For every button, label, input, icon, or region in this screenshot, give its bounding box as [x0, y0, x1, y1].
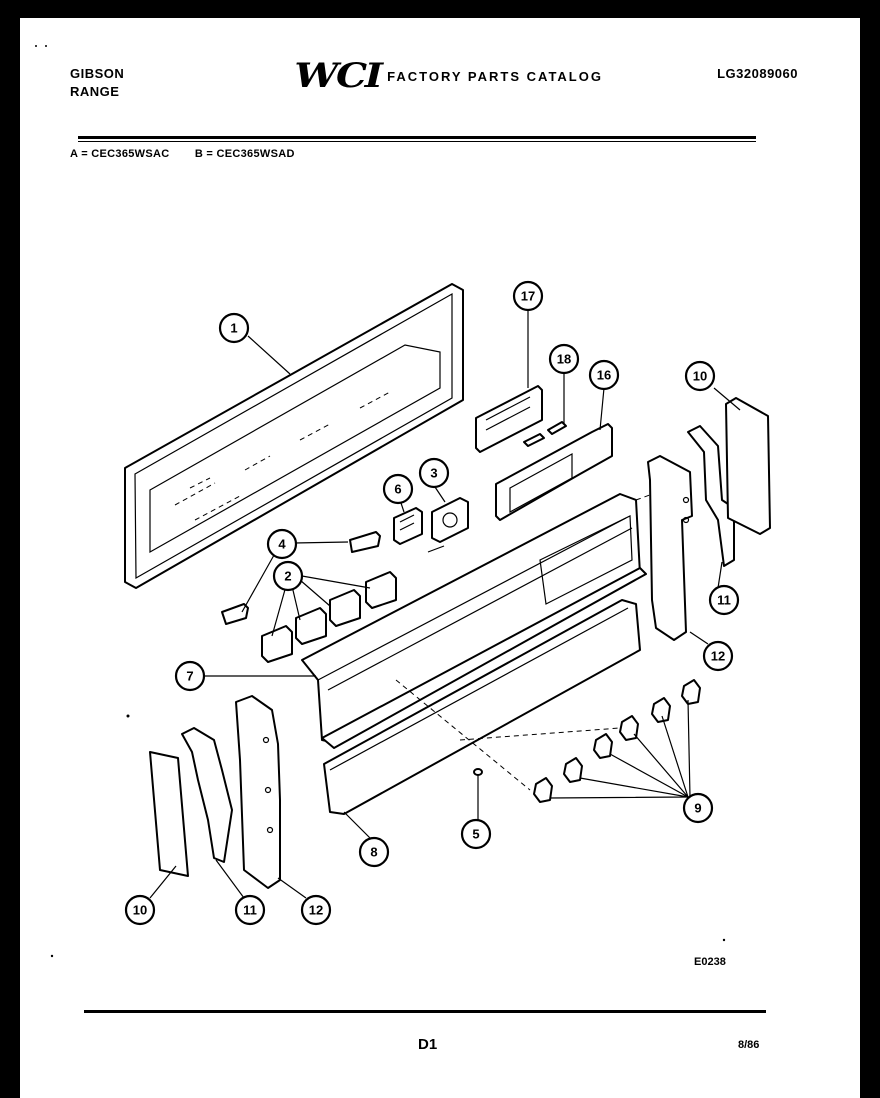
part-back-panel	[124, 283, 464, 589]
part-switches	[221, 531, 381, 625]
svg-text:18: 18	[557, 352, 571, 367]
part-bracket-right	[687, 425, 735, 567]
svg-text:3: 3	[430, 466, 437, 481]
callout-17: 17	[512, 280, 544, 312]
catalog-title: FACTORY PARTS CATALOG	[387, 68, 603, 84]
part-knobs	[395, 679, 701, 803]
leader-lines	[149, 308, 741, 899]
part-timer	[393, 507, 423, 545]
model-b: B = CEC365WSAD	[194, 148, 295, 160]
callout-7: 7	[174, 660, 206, 692]
diagram-code: E0238	[694, 956, 726, 968]
part-springs	[523, 421, 567, 447]
header-rule	[78, 136, 756, 139]
model-a: A = CEC365WSAC	[70, 148, 170, 160]
page-number: D1	[418, 1036, 438, 1053]
part-side-panel-right	[725, 397, 771, 535]
part-display-bracket	[495, 423, 613, 521]
model-list: A = CEC365WSAC B = CEC365WSAD	[70, 148, 317, 160]
callout-1: 1	[218, 312, 250, 344]
svg-text:7: 7	[186, 669, 193, 684]
part-control-panel	[301, 483, 681, 749]
catalog-header: WCI FACTORY PARTS CATALOG	[294, 56, 603, 96]
svg-text:11: 11	[717, 593, 731, 608]
callout-16: 16	[588, 359, 620, 391]
callout-12-left: 12	[300, 894, 332, 926]
part-side-panel-left	[149, 751, 189, 877]
callout-5: 5	[460, 818, 492, 850]
wci-logo: WCI	[294, 56, 383, 96]
part-clock	[427, 497, 469, 553]
svg-text:12: 12	[309, 903, 323, 918]
part-display-bezel	[475, 385, 543, 453]
footer-rule	[84, 1010, 766, 1013]
callout-3: 3	[418, 457, 450, 489]
svg-text:16: 16	[597, 368, 611, 383]
callout-18: 18	[548, 343, 580, 375]
svg-text:12: 12	[711, 649, 725, 664]
part-end-cap-left	[235, 695, 281, 889]
header-rule-thin	[78, 141, 756, 142]
print-specks	[35, 45, 726, 958]
part-bracket-left	[181, 727, 233, 863]
callout-6: 6	[382, 473, 414, 505]
callout-8: 8	[358, 836, 390, 868]
part-end-cap-right	[647, 455, 693, 641]
callout-9: 9	[682, 792, 714, 824]
callout-2: 2	[272, 560, 304, 592]
callout-10-right: 10	[684, 360, 716, 392]
part-trim-strip	[323, 599, 641, 815]
svg-text:11: 11	[243, 903, 257, 918]
callout-11-right: 11	[708, 584, 740, 616]
brand-name: GIBSON	[70, 66, 125, 81]
svg-text:9: 9	[694, 801, 701, 816]
svg-text:5: 5	[472, 827, 479, 842]
svg-text:8: 8	[370, 845, 377, 860]
svg-text:10: 10	[693, 369, 707, 384]
callout-4: 4	[266, 528, 298, 560]
svg-text:17: 17	[521, 289, 535, 304]
svg-text:2: 2	[284, 569, 291, 584]
svg-text:1: 1	[230, 321, 237, 336]
svg-text:4: 4	[278, 537, 286, 552]
callout-12-right: 12	[702, 640, 734, 672]
catalog-number: LG32089060	[717, 66, 798, 81]
date-code: 8/86	[738, 1039, 760, 1051]
part-screw	[473, 768, 483, 800]
product-type: RANGE	[70, 84, 120, 99]
callout-11-left: 11	[234, 894, 266, 926]
svg-text:6: 6	[394, 482, 401, 497]
svg-text:10: 10	[133, 903, 147, 918]
part-infinite-switches	[261, 571, 397, 663]
callout-10-left: 10	[124, 894, 156, 926]
